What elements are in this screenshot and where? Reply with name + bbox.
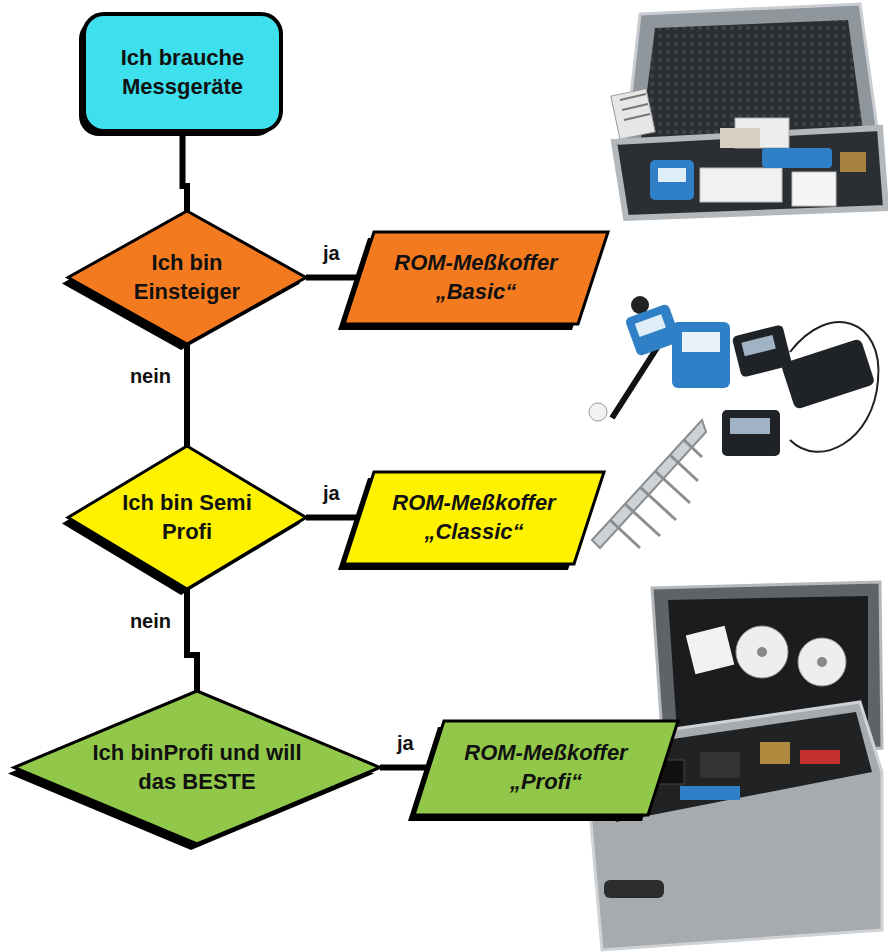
start-box: Ich brauche Messgeräte — [80, 10, 285, 135]
illustration-part — [589, 403, 607, 421]
illustration-part — [722, 410, 780, 456]
illustration-part — [640, 487, 676, 520]
node-label: ROM-Meßkoffer „Classic“ — [374, 489, 574, 546]
illustration-part — [686, 626, 734, 674]
illustration-part — [684, 440, 702, 457]
flow-connector — [306, 275, 359, 281]
illustration-part — [736, 626, 788, 678]
illustration-part — [650, 160, 694, 200]
node-outline — [80, 10, 285, 135]
node-outline — [340, 228, 612, 328]
illustration-part — [798, 638, 846, 686]
decision-diamond: Ich binProfi und will das BESTE — [8, 685, 386, 850]
illustration-part — [817, 657, 827, 667]
diamond-fill — [68, 446, 306, 589]
illustration-part — [658, 168, 686, 182]
illustration-part — [620, 94, 646, 100]
node-outline — [62, 205, 312, 350]
decision-diamond: Ich bin Einsteiger — [62, 205, 312, 350]
node-text-group: ROM-Meßkoffer „Basic“ — [376, 249, 576, 306]
edge-label: ja — [320, 241, 343, 265]
parallelogram-fill — [344, 232, 608, 324]
node-outline — [8, 685, 386, 850]
basic-case — [611, 4, 886, 218]
edge-label: nein — [127, 364, 174, 388]
illustration-part — [720, 128, 760, 148]
illustration-part — [792, 172, 836, 206]
illustration-part — [741, 335, 775, 356]
illustration-part — [592, 420, 706, 548]
illustration-part — [781, 338, 876, 410]
node-outline — [62, 440, 312, 595]
diamond-fill — [14, 691, 380, 844]
illustration-part — [672, 322, 730, 388]
illustration-part — [611, 89, 655, 140]
illustration-part — [622, 104, 648, 110]
edge-label: ja — [394, 731, 417, 755]
illustration-part — [730, 418, 770, 434]
edge-label: nein — [127, 609, 174, 633]
parallelogram-fill — [414, 721, 678, 815]
node-text-group: ROM-Meßkoffer „Classic“ — [374, 489, 574, 546]
node-outline — [340, 468, 608, 568]
node-text-group: ROM-Meßkoffer „Profi“ — [446, 739, 646, 796]
node-label: ROM-Meßkoffer „Basic“ — [376, 249, 576, 306]
rounded-box-fill — [84, 14, 281, 131]
illustration-part — [840, 152, 866, 172]
illustration-part — [610, 440, 702, 548]
node-label: Ich bin Semi Profi — [117, 489, 257, 546]
node-label: Ich brauche Messgeräte — [93, 44, 273, 101]
illustration-part — [760, 742, 790, 764]
node-label: Ich bin Einsteiger — [117, 249, 257, 306]
illustration-part — [604, 880, 664, 898]
node-text-group: Ich binProfi und will das BESTE — [92, 739, 302, 796]
node-text-group: Ich brauche Messgeräte — [93, 44, 273, 101]
flow-connector — [187, 589, 197, 691]
node-text-group: Ich bin Semi Profi — [117, 489, 257, 546]
illustration-part — [625, 504, 660, 536]
flow-connector — [183, 131, 188, 211]
node-text-group: Ich bin Einsteiger — [117, 249, 257, 306]
parallelogram-fill — [344, 472, 604, 564]
flow-connector — [380, 765, 429, 771]
flow-connector — [184, 344, 190, 446]
illustration-part — [610, 520, 640, 548]
decision-diamond: Ich bin Semi Profi — [62, 440, 312, 595]
diamond-fill — [68, 211, 306, 344]
illustration-part — [757, 647, 767, 657]
illustration-part — [762, 148, 832, 168]
illustration-part — [670, 455, 698, 481]
illustration-part — [700, 752, 740, 778]
illustration-part — [700, 168, 782, 202]
illustration-part — [680, 786, 740, 800]
flow-connector — [306, 515, 359, 521]
illustration-part — [635, 314, 666, 337]
result-parallelogram: ROM-Meßkoffer „Profi“ — [410, 717, 682, 819]
result-parallelogram: ROM-Meßkoffer „Basic“ — [340, 228, 612, 328]
classic-devices — [589, 296, 878, 548]
node-label: ROM-Meßkoffer „Profi“ — [446, 739, 646, 796]
illustration-part — [655, 471, 690, 503]
illustration-part — [624, 114, 650, 120]
illustration-part — [614, 128, 886, 218]
illustration-part — [682, 332, 720, 352]
result-parallelogram: ROM-Meßkoffer „Classic“ — [340, 468, 608, 568]
illustration-part — [790, 322, 878, 452]
node-label: Ich binProfi und will das BESTE — [92, 739, 302, 796]
node-outline — [410, 717, 682, 819]
illustration-part — [800, 750, 840, 764]
edge-label: ja — [320, 481, 343, 505]
